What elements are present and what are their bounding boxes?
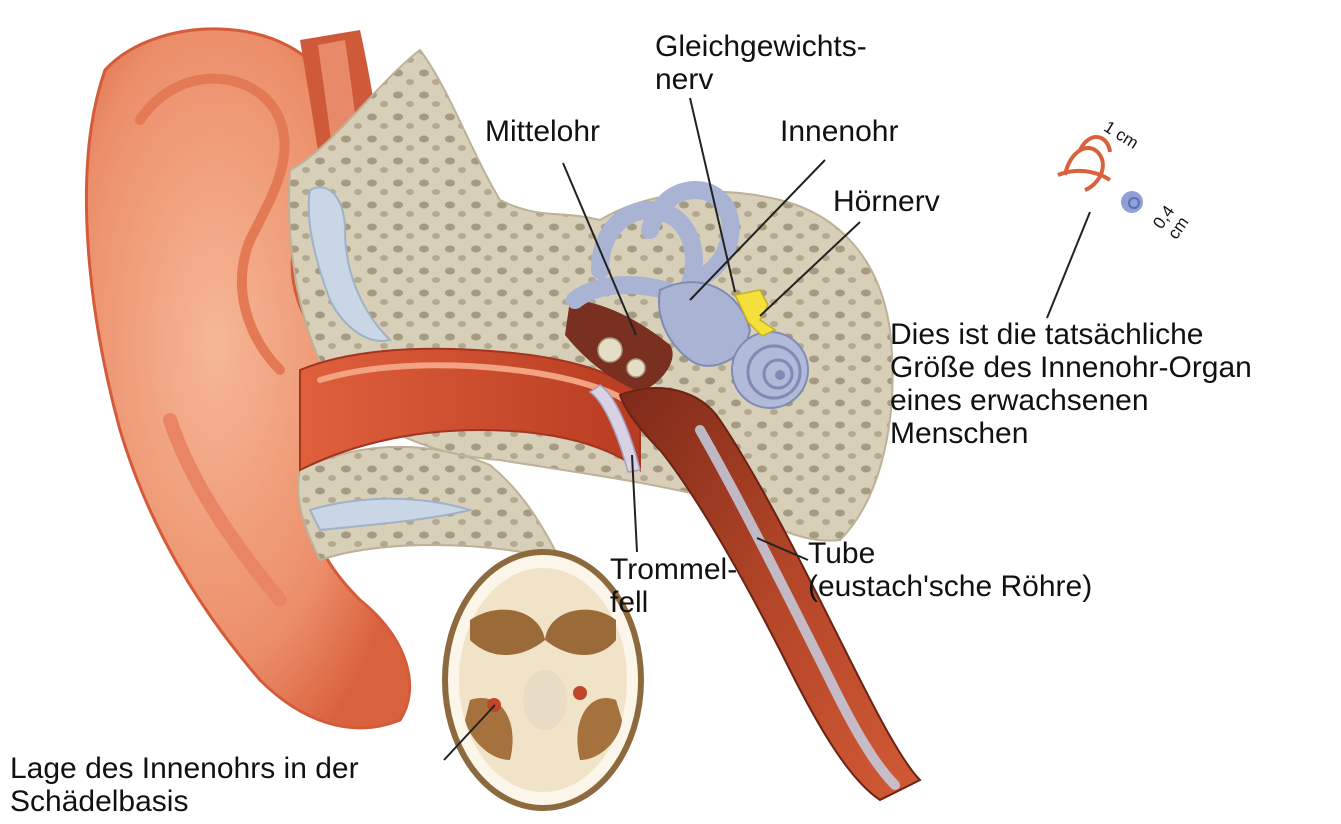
label-mittelohr: Mittelohr <box>485 115 600 148</box>
label-lage: Lage des Innenohrs in der Schädelbasis <box>10 752 359 818</box>
label-tube: Tube (eustach'sche Röhre) <box>808 537 1092 603</box>
leader-size-note <box>1047 212 1090 318</box>
ossicle <box>598 338 622 362</box>
label-hoernerv: Hörnerv <box>833 185 940 218</box>
label-size-note: Dies ist die tatsächliche Größe des Inne… <box>890 318 1252 450</box>
label-trommelfell: Trommel- fell <box>610 553 737 619</box>
cochlea <box>732 332 808 408</box>
label-innenohr: Innenohr <box>780 115 898 148</box>
ossicle <box>627 359 645 377</box>
label-gleichgewichtsnerv: Gleichgewichts- nerv <box>655 30 867 96</box>
